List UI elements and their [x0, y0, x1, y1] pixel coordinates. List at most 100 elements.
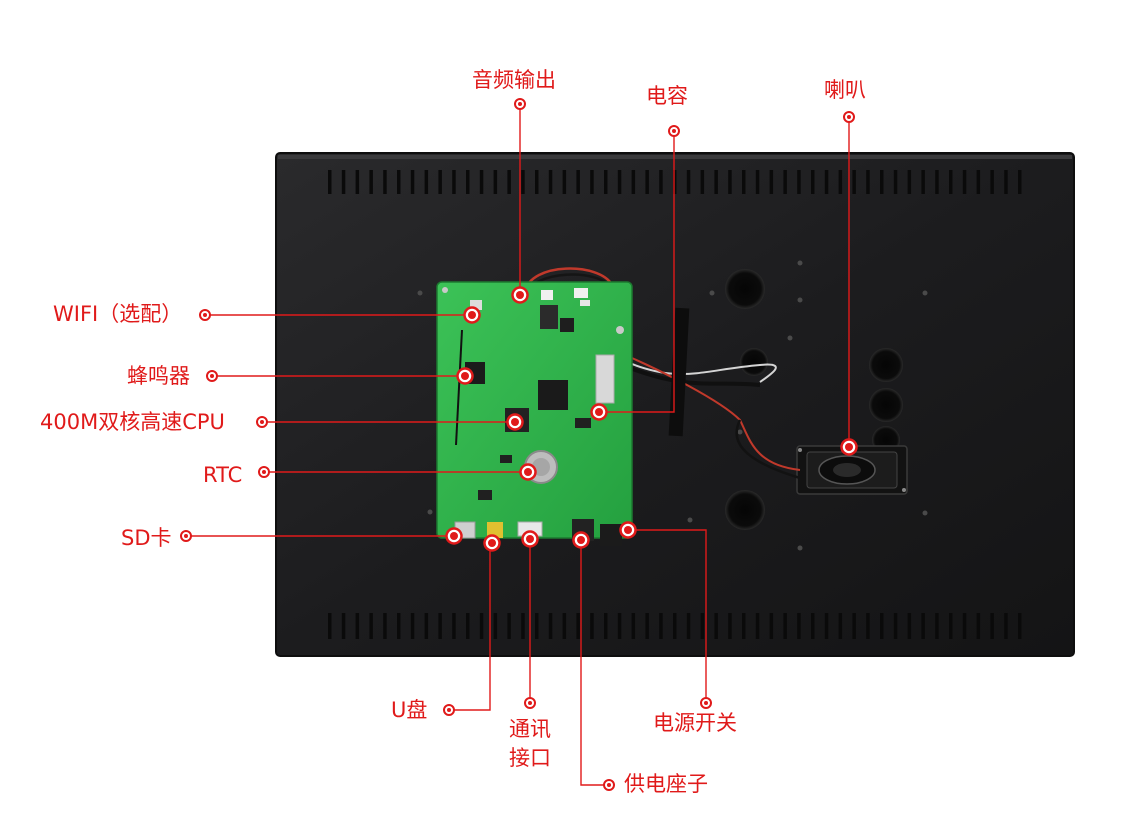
screw [709, 290, 715, 296]
screws [417, 260, 928, 551]
vent-slot [507, 613, 511, 639]
vent-slot [755, 170, 760, 194]
marker-dot-wifi [203, 313, 207, 317]
vent-slot [659, 613, 663, 639]
vent-slot [452, 170, 456, 194]
vent-slot [369, 613, 373, 639]
marker-dot-usb-disk [447, 708, 451, 712]
vent-slot [935, 613, 939, 639]
label-cpu: 400M双核高速CPU [40, 410, 225, 434]
vent-slot [424, 170, 429, 194]
vent-slot [383, 613, 387, 639]
marker-dot-power-socket [607, 783, 611, 787]
vent-slot [742, 170, 746, 194]
vent-slot [742, 613, 746, 639]
vent-slot [410, 170, 415, 194]
vent-slot [852, 613, 856, 639]
screw [687, 517, 693, 523]
screw [922, 510, 928, 516]
vent-slot [797, 170, 801, 194]
vent-slot [493, 613, 498, 639]
label-audio-out: 音频输出 [472, 68, 556, 92]
screw [737, 429, 743, 435]
marker-dot-audio-out [518, 102, 522, 106]
screw [797, 545, 803, 551]
target-dot-sd-card [450, 532, 458, 540]
marker-dot-capacitor [672, 129, 676, 133]
vent-slot [576, 170, 580, 194]
label-usb-disk: U盘 [391, 698, 428, 722]
vent-slot [921, 170, 925, 194]
vent-slot [438, 170, 442, 194]
leader-line-usb-disk [449, 543, 491, 711]
vent-slot [907, 613, 912, 639]
callouts [180, 98, 858, 791]
vent-slot [507, 170, 511, 194]
vent-slot [617, 613, 622, 639]
cutout-hole [869, 388, 903, 422]
vent-slot [769, 613, 774, 639]
screw [427, 509, 433, 515]
marker-dot-power-switch [704, 701, 708, 705]
vent-slot [631, 170, 636, 194]
vent-slot [617, 170, 622, 194]
vent-slot [990, 613, 994, 639]
vent-slot [728, 613, 732, 639]
bottom-vents [328, 613, 1022, 639]
vent-slot [466, 170, 470, 194]
vent-slot [824, 613, 829, 639]
vent-slot [535, 170, 539, 194]
marker-dot-cpu [260, 420, 264, 424]
vent-slot [369, 170, 373, 194]
vent-slot [1004, 613, 1008, 639]
vent-slot [659, 170, 663, 194]
vent-slot [383, 170, 387, 194]
vent-slot [548, 613, 553, 639]
vent-slot [824, 170, 829, 194]
vent-slot [962, 170, 967, 194]
vent-slot [452, 613, 456, 639]
vent-slot [355, 613, 360, 639]
vent-slot [1018, 613, 1022, 639]
label-buzzer: 蜂鸣器 [127, 364, 190, 388]
vent-slot [976, 170, 981, 194]
vent-slot [714, 170, 718, 194]
target-dot-audio-out [516, 291, 524, 299]
leader-line-power-switch [628, 529, 707, 703]
vent-slot [893, 170, 898, 194]
label-speaker: 喇叭 [824, 78, 866, 102]
vent-slot [686, 613, 691, 639]
vent-slot [493, 170, 498, 194]
vent-slot [866, 170, 870, 194]
vent-slot [949, 613, 953, 639]
vent-slot [976, 613, 981, 639]
vent-slot [590, 170, 594, 194]
vent-slot [562, 170, 567, 194]
vent-slot [645, 613, 649, 639]
vent-slot [328, 613, 332, 639]
vent-slot [700, 170, 705, 194]
vent-slot [673, 613, 677, 639]
vent-slot [479, 170, 484, 194]
label-sd-card: SD卡 [121, 526, 172, 550]
vent-slot [880, 170, 884, 194]
top-vents [328, 170, 1022, 194]
target-dot-power-switch [624, 526, 632, 534]
vent-slot [728, 170, 732, 194]
vent-slot [521, 613, 525, 639]
vent-slot [893, 613, 898, 639]
target-dot-rtc [524, 468, 532, 476]
vent-slot [604, 170, 608, 194]
vent-slot [714, 613, 718, 639]
vent-slot [755, 613, 760, 639]
label-capacitor: 电容 [646, 84, 688, 108]
vent-slot [811, 613, 815, 639]
marker-dot-speaker [847, 115, 851, 119]
screw [797, 260, 803, 266]
screw [787, 335, 793, 341]
vent-slot [562, 613, 567, 639]
speaker [796, 445, 908, 495]
label-power-socket: 供电座子 [624, 772, 708, 796]
vent-slot [811, 170, 815, 194]
